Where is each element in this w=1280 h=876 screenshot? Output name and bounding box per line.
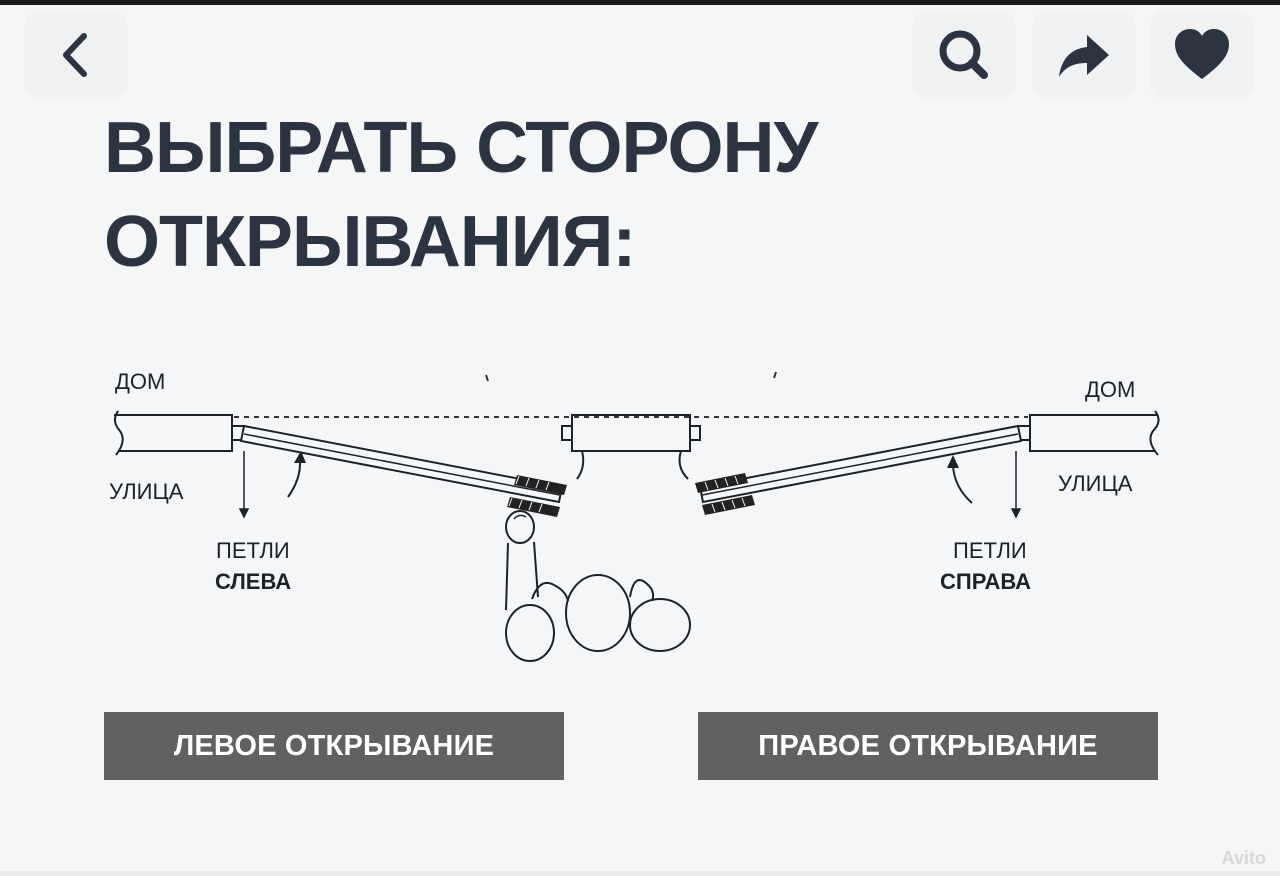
search-icon: [939, 30, 988, 79]
right-hinges-label: ПЕТЛИ: [953, 538, 1027, 563]
page-title: ВЫБРАТЬ СТОРОНУ ОТКРЫВАНИЯ:: [104, 108, 818, 282]
avito-watermark: Avito: [1221, 848, 1266, 868]
person-figure: [505, 510, 691, 662]
door-opening-diagram: [114, 371, 1160, 662]
left-opening-button[interactable]: ЛЕВОЕ ОТКРЫВАНИЕ: [104, 712, 564, 780]
left-hinge-pointer: [238, 451, 250, 519]
left-door-leaf: [239, 424, 567, 517]
left-side-label: СЛЕВА: [215, 569, 292, 594]
left-wall: [114, 410, 245, 456]
right-wall: [1017, 410, 1160, 456]
right-side-label: СПРАВА: [940, 569, 1032, 594]
back-button[interactable]: [24, 11, 128, 99]
favorite-button[interactable]: [1150, 11, 1254, 99]
left-swing-arrow: [287, 451, 306, 498]
back-icon: [63, 33, 87, 77]
center-post: [561, 414, 701, 480]
left-hinges-label: ПЕТЛИ: [216, 538, 290, 563]
heart-icon: [1175, 29, 1229, 79]
left-house-label: ДОМ: [115, 369, 166, 394]
right-street-label: УЛИЦА: [1058, 471, 1133, 496]
right-house-label: ДОМ: [1085, 377, 1136, 402]
left-street-label: УЛИЦА: [109, 479, 184, 504]
right-opening-button[interactable]: ПРАВОЕ ОТКРЫВАНИЕ: [698, 712, 1158, 780]
share-button[interactable]: [1032, 11, 1136, 99]
search-button[interactable]: [912, 11, 1016, 99]
right-door-leaf: [695, 424, 1023, 515]
share-icon: [1059, 35, 1109, 77]
right-swing-arrow: [947, 455, 973, 504]
right-hinge-pointer: [1010, 451, 1022, 519]
